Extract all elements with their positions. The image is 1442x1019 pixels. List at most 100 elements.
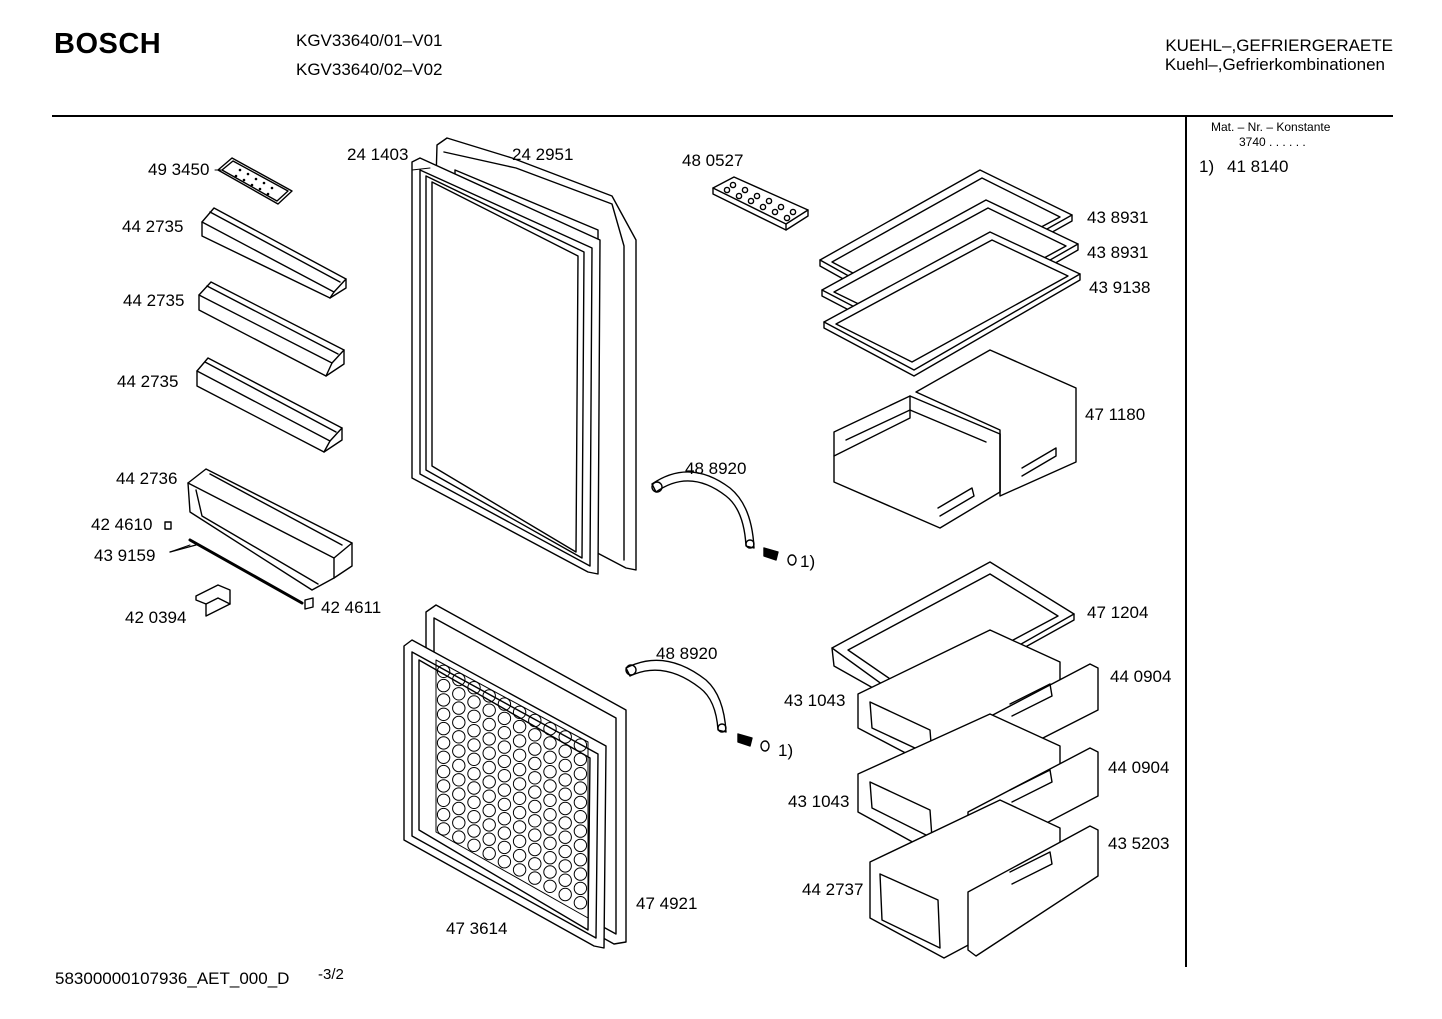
part-label-ice-tray: 48 0527 [682,151,744,170]
liner-cushion [559,831,571,843]
notes-entry-value: 41 8140 [1227,157,1289,176]
part-label-drawer-3: 44 2737 [802,880,864,899]
liner-cushion [529,843,541,855]
liner-cushion [468,782,480,794]
liner-cushion [513,864,525,876]
door-shelf-part-1 [202,208,346,298]
liner-cushion [468,753,480,765]
liner-cushion [574,768,586,780]
liner-cushion [529,858,541,870]
liner-cushion [513,849,525,861]
liner-cushion [529,729,541,741]
part-label-door-shelf-2: 44 2735 [123,291,185,310]
liner-cushion [513,735,525,747]
liner-cushion [468,739,480,751]
part-label-fridge-door: 24 2951 [512,145,574,164]
part-label-glass-shelf-2: 43 8931 [1087,243,1149,262]
part-label-vegetable-bin: 47 1180 [1085,405,1146,424]
liner-cushion [483,819,495,831]
liner-cushion [529,714,541,726]
liner-cushion [453,716,465,728]
liner-cushion [453,802,465,814]
header-divider [52,115,1393,117]
liner-cushion [483,704,495,716]
liner-cushion [559,759,571,771]
liner-cushion [453,759,465,771]
liner-cushion [529,800,541,812]
part-label-note-ref-lower: 1) [778,741,794,760]
page-number: -3/2 [318,966,344,983]
liner-cushion [437,694,449,706]
liner-cushion [437,679,449,691]
liner-cushion [498,712,510,724]
liner-cushion [453,673,465,685]
liner-cushion [574,825,586,837]
liner-cushion [437,780,449,792]
liner-cushion [437,737,449,749]
liner-cushion [574,782,586,794]
liner-cushion [559,731,571,743]
liner-cushion [483,790,495,802]
part-label-drawer-2: 43 1043 [788,792,850,811]
part-label-door-shelf-1: 44 2735 [122,217,184,236]
liner-cushion [529,757,541,769]
part-label-egg-tray: 49 3450 [148,160,210,179]
liner-cushion [498,813,510,825]
liner-cushion [468,682,480,694]
liner-cushion [468,696,480,708]
glass-shelf-part-3 [824,232,1080,376]
liner-cushion [544,737,556,749]
liner-cushion [529,872,541,884]
liner-cushion [498,755,510,767]
liner-cushion [437,751,449,763]
liner-cushion [513,835,525,847]
liner-cushion [513,720,525,732]
part-label-drawer-front-1: 44 0904 [1110,667,1172,686]
bottle-shelf-part [188,469,352,590]
part-label-drawer-front-2: 44 0904 [1108,758,1170,777]
notes-column-divider [1185,117,1187,967]
freezer-door-gasket-part [404,640,606,948]
liner-cushion [559,802,571,814]
notes-heading: Mat. – Nr. – Konstante [1211,120,1331,134]
liner-cushion [468,796,480,808]
liner-cushion [437,665,449,677]
liner-cushion [498,841,510,853]
part-label-drawer-1: 43 1043 [784,691,846,710]
part-label-handle-lower: 48 8920 [656,644,718,663]
part-label-bottle-bar: 43 9159 [94,546,156,565]
liner-cushion [574,897,586,909]
liner-cushion [544,766,556,778]
vegetable-bin-part [834,350,1076,528]
part-label-note-ref-upper: 1) [800,552,816,571]
liner-cushion [453,688,465,700]
liner-cushion [468,768,480,780]
liner-cushion [498,741,510,753]
liner-cushion [483,847,495,859]
liner-cushion [574,882,586,894]
liner-cushion [498,798,510,810]
liner-cushion [559,888,571,900]
liner-cushion [468,811,480,823]
liner-cushion [453,788,465,800]
notes-constant: 3740 . . . . . . [1239,135,1306,149]
liner-cushion [468,710,480,722]
liner-cushion [498,727,510,739]
egg-tray-part [218,158,292,204]
door-shelf-part-2 [199,282,344,376]
part-label-bar-holder: 42 0394 [125,608,187,627]
liner-cushion [574,868,586,880]
liner-cushion [483,833,495,845]
notes-entry-marker: 1) [1199,157,1215,176]
liner-cushion [544,837,556,849]
liner-cushion [498,856,510,868]
liner-cushion [574,753,586,765]
liner-cushion [559,845,571,857]
liner-cushion [483,718,495,730]
liner-cushion [559,788,571,800]
liner-cushion [437,765,449,777]
part-label-freezer-gasket: 47 3614 [446,919,508,938]
part-label-drawer-front-3: 43 5203 [1108,834,1170,853]
liner-cushion [559,874,571,886]
liner-cushion [453,774,465,786]
